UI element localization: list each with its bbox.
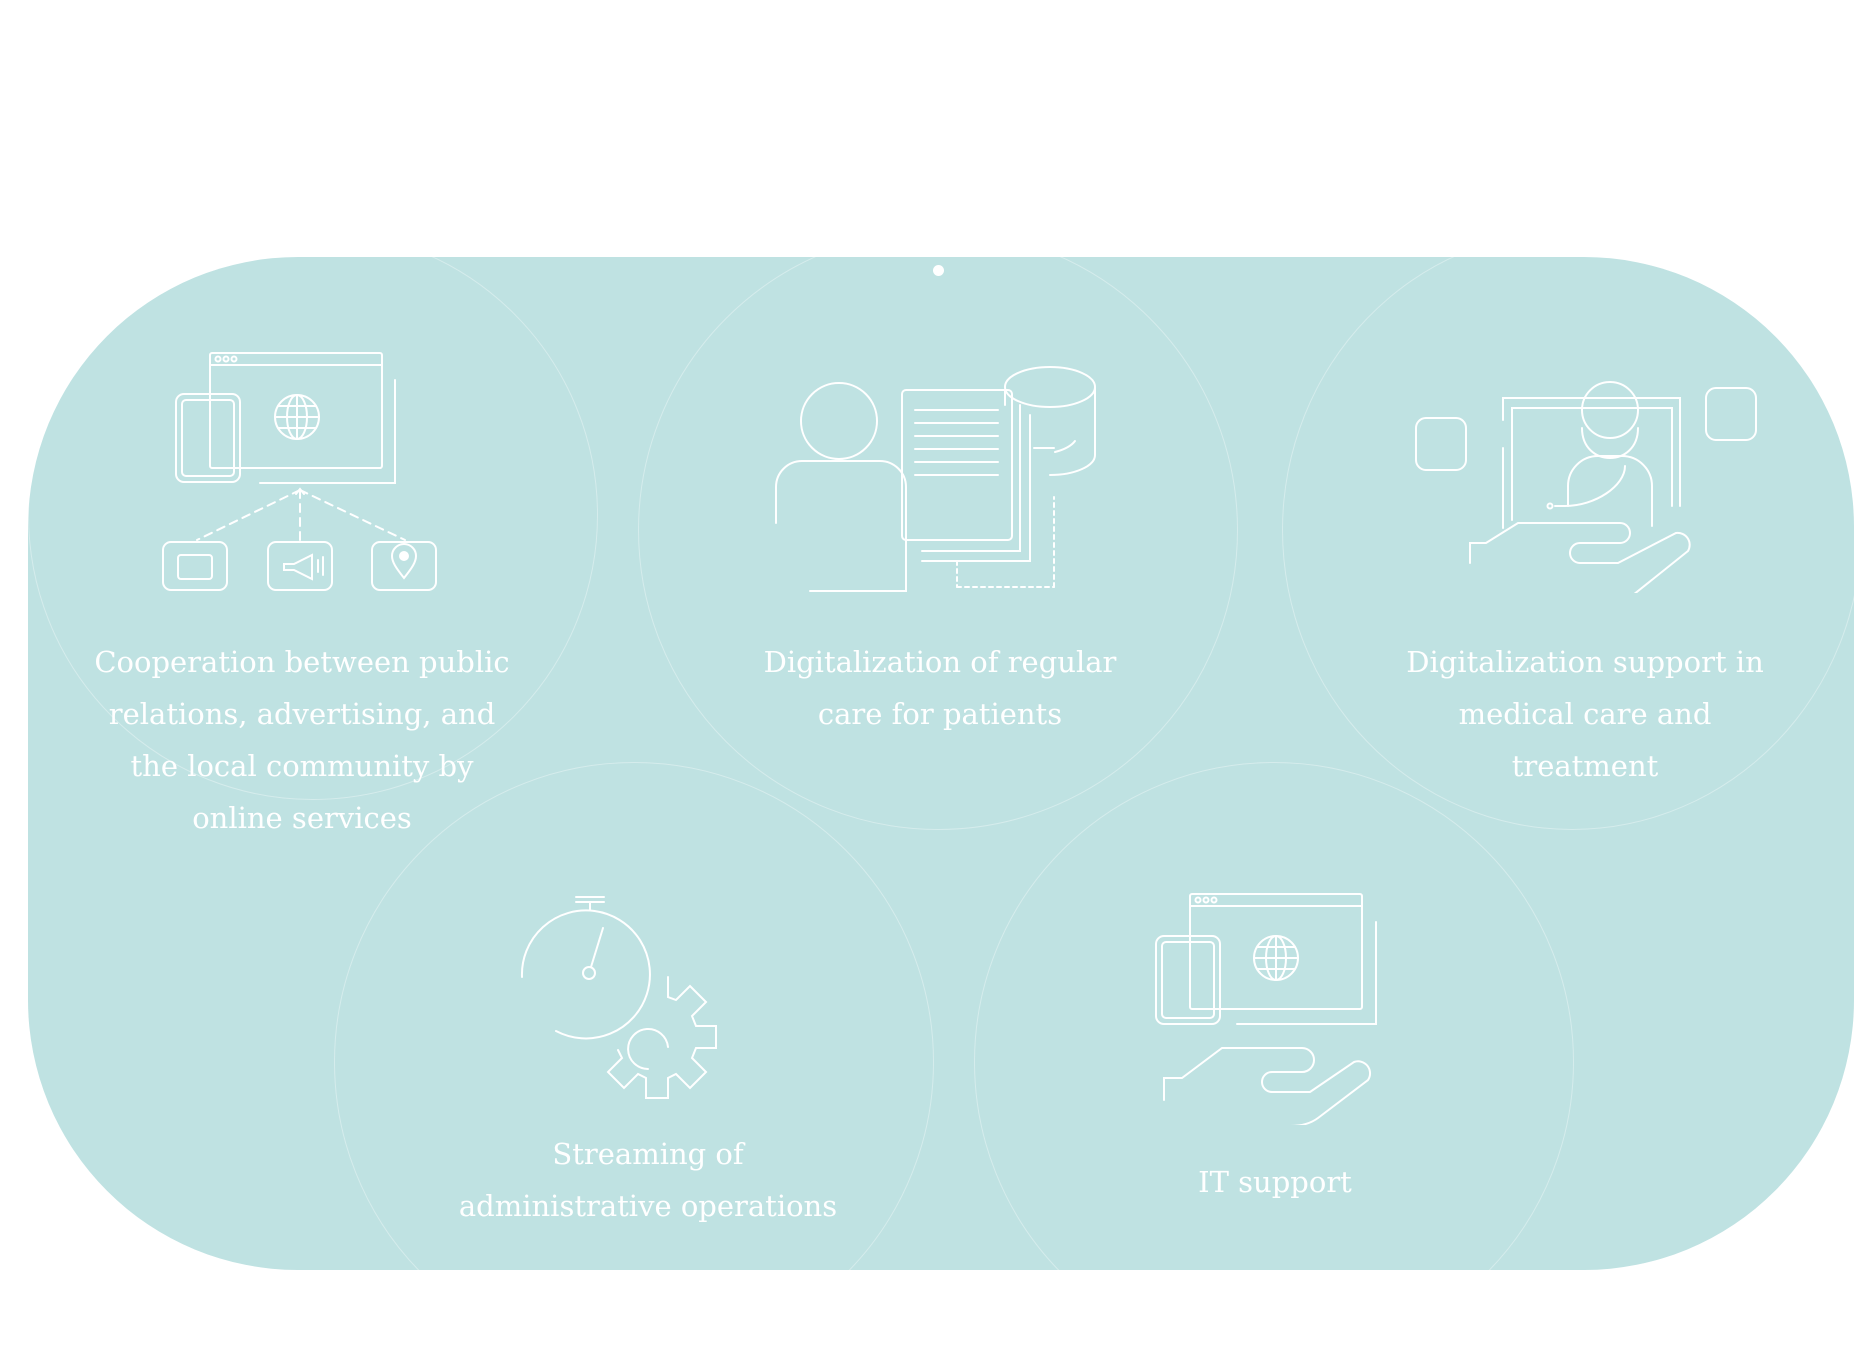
service-caption-3: Digitalization support in medical care a…: [1345, 636, 1825, 792]
web-community-icon: [160, 350, 450, 595]
patient-records-icon: [774, 365, 1104, 595]
caption-line: treatment: [1511, 749, 1659, 783]
caption-line: administrative operations: [458, 1189, 838, 1223]
it-support-icon: [1152, 890, 1392, 1125]
service-caption-4: Streaming of administrative operations: [408, 1128, 888, 1232]
caption-line: Digitalization support in: [1406, 645, 1764, 679]
caption-line: medical care and: [1458, 697, 1712, 731]
caption-line: IT support: [1198, 1165, 1352, 1199]
caption-line: relations, advertising, and: [108, 697, 496, 731]
caption-line: Cooperation between public: [94, 645, 510, 679]
service-caption-2: Digitalization of regular care for patie…: [700, 636, 1180, 740]
caption-line: care for patients: [817, 697, 1063, 731]
ring-2: [638, 230, 1238, 830]
service-caption-1: Cooperation between public relations, ad…: [62, 636, 542, 844]
caption-line: Streaming of: [552, 1137, 744, 1171]
ring-1: [28, 230, 598, 800]
caption-line: Digitalization of regular: [763, 645, 1117, 679]
stopwatch-gear-icon: [520, 895, 740, 1105]
ring-3: [1282, 230, 1862, 830]
caption-line: the local community by: [130, 749, 474, 783]
caption-line: online services: [192, 801, 412, 835]
doctor-telemedicine-icon: [1410, 378, 1760, 593]
service-caption-5: IT support: [1035, 1156, 1515, 1208]
